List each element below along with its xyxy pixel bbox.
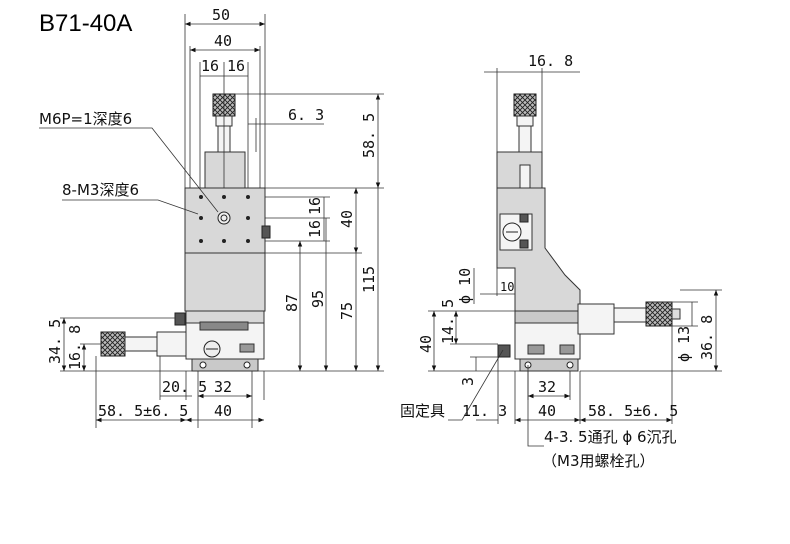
side-dim-10: 10 [500,280,514,294]
label-fixture: 固定具 [400,402,445,420]
dim-40-bottom: 40 [214,402,232,420]
dim-95: 95 [309,290,327,308]
dim-75: 75 [338,302,356,320]
dim-16-left: 16 [201,57,219,75]
left-micrometer-mount [156,331,187,357]
side-base-rail [514,310,581,324]
dim-115: 115 [360,266,378,293]
side-dim-16-8: 16. 8 [528,52,573,70]
side-micrometer-knob [645,301,673,327]
dim-16-lower: 16 [306,220,324,238]
left-micrometer-barrel [124,336,158,352]
side-dim-phi13: ϕ 13 [675,326,693,362]
side-view: 16. 8 ϕ 10 10 40 14. 5 3 ϕ 13 36. 8 32 4… [400,52,722,470]
m6-center-hole [217,211,231,225]
base-bottom-plate [191,358,259,372]
left-micrometer-knob [100,331,126,357]
side-dim-32: 32 [538,378,556,396]
side-dim-3: 3 [459,377,477,386]
side-lock-screw [261,225,271,239]
side-dim-phi10: ϕ 10 [456,268,474,304]
side-dim-58-5-pm: 58. 5±6. 5 [588,402,678,420]
dim-20-5: 20. 5 [162,378,207,396]
dim-58-5: 58. 5 [360,113,378,158]
dim-40: 40 [214,32,232,50]
label-through-holes: 4-3. 5通孔 ϕ 6沉孔 [544,428,677,446]
dim-16-upper: 16 [306,197,324,215]
dim-32: 32 [214,378,232,396]
side-dim-36-8: 36. 8 [698,315,716,360]
dim-58-5-pm: 58. 5±6. 5 [98,402,188,420]
side-dim-11-3: 11. 3 [462,402,507,420]
front-lock-screw [174,312,186,326]
upper-bracket [204,151,246,189]
front-view: 50 40 16 16 6. 3 58. 5 16 16 40 87 95 75… [39,6,384,428]
label-m3: 8-M3深度6 [62,181,139,199]
side-micrometer-mount [577,303,615,335]
side-dim-40-bottom: 40 [538,402,556,420]
label-bolt-holes: （M3用螺栓孔） [542,452,655,470]
dim-87: 87 [283,294,301,312]
bearing-strip [199,321,249,331]
side-dim-40: 40 [417,335,435,353]
dim-6-3: 6. 3 [288,106,324,124]
dim-50: 50 [212,6,230,24]
dim-34-5: 34. 5 [46,319,64,364]
model-title: B71-40A [39,10,132,37]
dim-16-right: 16 [227,57,245,75]
side-top-knob [513,93,537,117]
base-upper-rail [185,310,265,324]
dim-16-8: 16. 8 [66,325,84,370]
z-stage-body [184,252,266,312]
label-m6p: M6P=1深度6 [39,110,132,128]
dim-40-vertical: 40 [338,210,356,228]
side-dim-14-5: 14. 5 [439,299,457,344]
m3-hole-pattern [199,195,250,243]
